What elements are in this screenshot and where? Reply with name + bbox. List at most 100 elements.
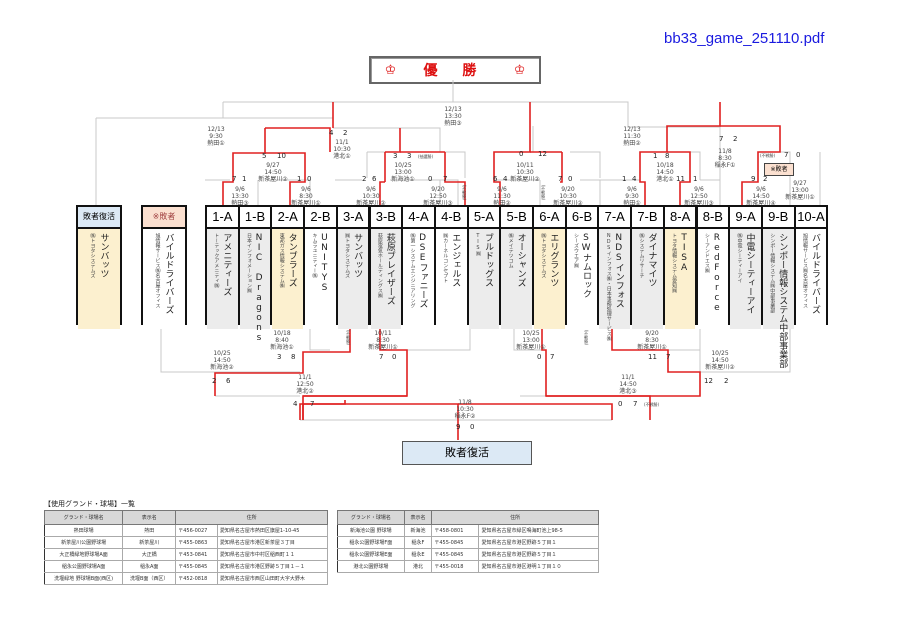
display-name: 大正橋 (122, 548, 177, 561)
team-code: 8-B (697, 207, 729, 229)
score: 6 (372, 175, 377, 183)
score: 0 (618, 400, 623, 408)
postal-code: 〒455-0845 (431, 548, 480, 561)
address: 愛知県名古屋市港区野跡５丁目１ (478, 536, 599, 549)
postal-code: 〒453-0841 (175, 548, 218, 561)
team-name: DSEファニーズ (417, 233, 428, 308)
score: 9 (456, 423, 461, 431)
team-company: シーアンドエス㈱ (703, 233, 710, 273)
postal-code: 〒455-0863 (175, 536, 218, 549)
score: 7 (232, 175, 237, 183)
ground-name: 新茶屋川公園野球場 (43, 536, 124, 549)
display-name: 熱田 (122, 524, 177, 537)
team-company: ㈱トヨタシステムズ (344, 233, 351, 278)
address: 愛知県名古屋市熱田区旗屋1-10-45 (216, 524, 329, 537)
postal-code: 〒458-0801 (431, 524, 480, 537)
grounds-title: 【使用グランド・球場】一覧 (44, 500, 135, 508)
score: 2 (212, 377, 217, 385)
team-company: シンポー情報システム㈱中部事業部 (769, 233, 776, 313)
team-name: NDSインフォス (613, 233, 624, 308)
team-name: RedForce (711, 233, 722, 313)
team-company: ㈱トヨタシステムズ (89, 233, 96, 278)
postal-code: 〒455-0845 (431, 536, 480, 549)
postal-code: 〒455-0018 (431, 560, 480, 573)
team-name: 中電シーティーアイ (744, 233, 755, 314)
score: 1 (297, 175, 302, 183)
score: 2 (343, 129, 348, 137)
team-name: アメニティーズ (221, 233, 232, 296)
team-company: トーテックアメニティ㈱ (213, 233, 220, 288)
team-company: ㈱トヨタシステムズ (540, 233, 547, 278)
address: 愛知県名古屋市港区新茶屋３丁目 (216, 536, 329, 549)
score: 0 (307, 175, 312, 183)
address: 愛知県名古屋市港区野跡５丁目１－１ (216, 560, 329, 573)
crown-icon: ♔ (384, 62, 397, 78)
score: 12 (538, 150, 547, 158)
score: 7 (558, 175, 563, 183)
ground-name: 稲永公園野球場A面 (43, 560, 124, 573)
ground-name: 稲永公園野球場F面 (337, 536, 405, 549)
address: 愛知県名古屋市西区山田町大字大野木 (216, 572, 329, 585)
team-company: NDSインフォス㈱・日本事務処理サービス㈱ (605, 233, 612, 341)
display-name: 新海池 (403, 524, 433, 537)
score: 2 (733, 135, 738, 143)
ground-name: 新海池公園 野球場 (337, 524, 405, 537)
score: 2 (724, 377, 729, 385)
score: 11 (648, 353, 657, 361)
col-header: 住所 (175, 510, 328, 525)
col-header: 表示名 (403, 510, 433, 525)
filename-link[interactable]: bb33_game_251110.pdf (664, 30, 825, 47)
score: 7 (784, 151, 789, 159)
col-header: グランド・球場名 (337, 510, 405, 525)
display-name: 新茶屋川 (122, 536, 177, 549)
score: 4 (503, 175, 508, 183)
team-company: キムラユニティー㈱ (311, 233, 318, 278)
team-code: 5-A (468, 207, 500, 229)
team-code: 6-A (534, 207, 565, 229)
score: 0 (428, 175, 433, 183)
team-company: トヨタ情報システム愛知㈱ (671, 233, 678, 293)
score: 0 (470, 423, 475, 431)
team-name: ブルドッグス (482, 233, 493, 287)
ground-name: 稲永公園野球場E面 (337, 548, 405, 561)
score: 9 (751, 175, 756, 183)
score: 12 (704, 377, 713, 385)
score: 0 (392, 353, 397, 361)
ground-name: 熱田球場 (43, 524, 124, 537)
team-code: 6-B (566, 207, 598, 229)
team-name: タンブラーズ (286, 233, 297, 287)
address: 愛知県名古屋市港区港明１丁目１０ (478, 560, 599, 573)
team-company: 旭情報サービス㈱名古屋オフィス (154, 233, 161, 308)
display-name: 稲永F (403, 536, 433, 549)
